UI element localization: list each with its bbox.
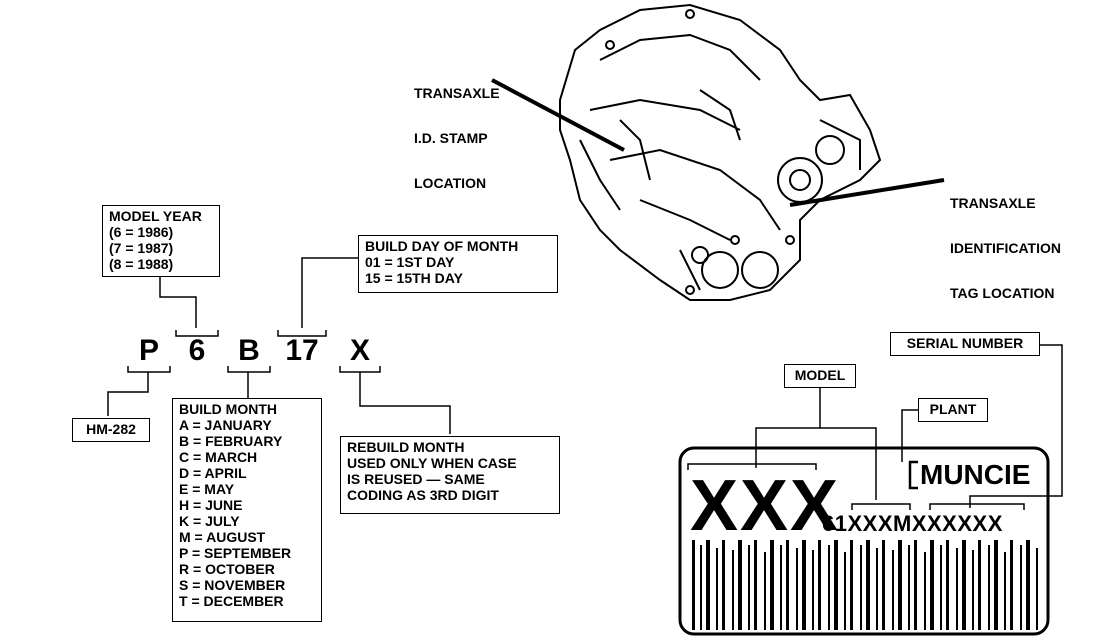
- serial-number-label: SERIAL NUMBER: [906, 335, 1024, 351]
- build-month-box: BUILD MONTH A = JANUARY B = FEBRUARY C =…: [172, 398, 322, 622]
- rebuild-month-box: REBUILD MONTH USED ONLY WHEN CASE IS REU…: [340, 436, 560, 514]
- stamp-callout-line: LOCATION: [414, 175, 487, 191]
- build-day-box: BUILD DAY OF MONTH 01 = 1ST DAY 15 = 15T…: [358, 235, 558, 293]
- build-month-item: E = MAY: [179, 481, 235, 497]
- build-day-title: BUILD DAY OF MONTH: [365, 238, 519, 254]
- rebuild-month-line: REBUILD MONTH: [347, 439, 465, 455]
- tag-callout: TRANSAXLE IDENTIFICATION TAG LOCATION: [950, 166, 1061, 316]
- tag-serial-code: 61XXXMXXXXXX: [822, 511, 1003, 536]
- stamp-callout-line: TRANSAXLE: [414, 85, 500, 101]
- transaxle-illustration: [559, 3, 882, 301]
- code-char-17: 17: [285, 334, 319, 367]
- rebuild-month-line: CODING AS 3RD DIGIT: [347, 487, 499, 503]
- leader-model-left: [755, 388, 821, 468]
- code-char-p: P: [138, 334, 159, 367]
- plant-label: PLANT: [929, 401, 977, 417]
- build-month-item: D = APRIL: [179, 465, 247, 481]
- leader-x: [359, 372, 451, 434]
- stamp-callout-line: I.D. STAMP: [414, 130, 488, 146]
- hm-label: HM-282: [86, 421, 136, 437]
- leader-model-right: [820, 427, 877, 500]
- model-year-line: (6 = 1986): [109, 224, 174, 240]
- build-day-line: 01 = 1ST DAY: [365, 254, 455, 270]
- bracket-serial-model: [851, 503, 911, 510]
- tag-callout-line: IDENTIFICATION: [950, 240, 1061, 256]
- build-month-item: H = JUNE: [179, 497, 243, 513]
- build-month-item: P = SEPTEMBER: [179, 545, 292, 561]
- leader-serial: [969, 344, 1063, 508]
- build-month-title: BUILD MONTH: [179, 401, 277, 417]
- arrow-tag: [789, 178, 945, 207]
- bracket-xxx: [687, 463, 817, 470]
- model-year-box: MODEL YEAR (6 = 1986) (7 = 1987) (8 = 19…: [102, 205, 220, 277]
- plant-label-box: PLANT: [918, 398, 988, 422]
- arrow-stamp: [491, 78, 625, 152]
- build-month-item: B = FEBRUARY: [179, 433, 283, 449]
- build-month-item: K = JULY: [179, 513, 240, 529]
- rebuild-month-line: IS REUSED — SAME: [347, 471, 485, 487]
- model-year-title: MODEL YEAR: [109, 208, 202, 224]
- build-month-item: R = OCTOBER: [179, 561, 275, 577]
- model-label: MODEL: [794, 367, 846, 383]
- barcode: [692, 540, 1038, 630]
- code-char-b: B: [238, 334, 260, 367]
- bracket-6: [175, 330, 219, 337]
- serial-number-label-box: SERIAL NUMBER: [890, 332, 1040, 356]
- tag-model-code: XXX: [690, 466, 841, 546]
- code-char-6: 6: [188, 334, 206, 367]
- tag-plant-name: MUNCIE: [920, 459, 1031, 490]
- tag-callout-line: TAG LOCATION: [950, 285, 1055, 301]
- build-month-item: M = AUGUST: [179, 529, 266, 545]
- build-day-line: 15 = 15TH DAY: [365, 270, 463, 286]
- hm-label-box: HM-282: [72, 418, 150, 442]
- build-month-item: C = MARCH: [179, 449, 258, 465]
- bracket-b: [227, 366, 271, 373]
- model-label-box: MODEL: [784, 364, 856, 388]
- bracket-p: [127, 366, 171, 373]
- model-year-line: (7 = 1987): [109, 240, 174, 256]
- code-char-x: X: [349, 334, 370, 367]
- leader-p: [107, 372, 149, 416]
- bracket-17: [277, 330, 327, 337]
- id-tag-outline: [678, 446, 1050, 636]
- build-month-item: T = DECEMBER: [179, 593, 284, 609]
- leader-model-year: [159, 277, 197, 328]
- build-month-item: S = NOVEMBER: [179, 577, 286, 593]
- build-month-item: A = JANUARY: [179, 417, 272, 433]
- model-year-line: (8 = 1988): [109, 256, 174, 272]
- bracket-serial: [929, 503, 1025, 510]
- rebuild-month-line: USED ONLY WHEN CASE: [347, 455, 517, 471]
- stamp-callout: TRANSAXLE I.D. STAMP LOCATION: [414, 56, 500, 206]
- leader-plant: [901, 409, 918, 462]
- tag-callout-line: TRANSAXLE: [950, 195, 1036, 211]
- leader-build-day: [301, 257, 358, 328]
